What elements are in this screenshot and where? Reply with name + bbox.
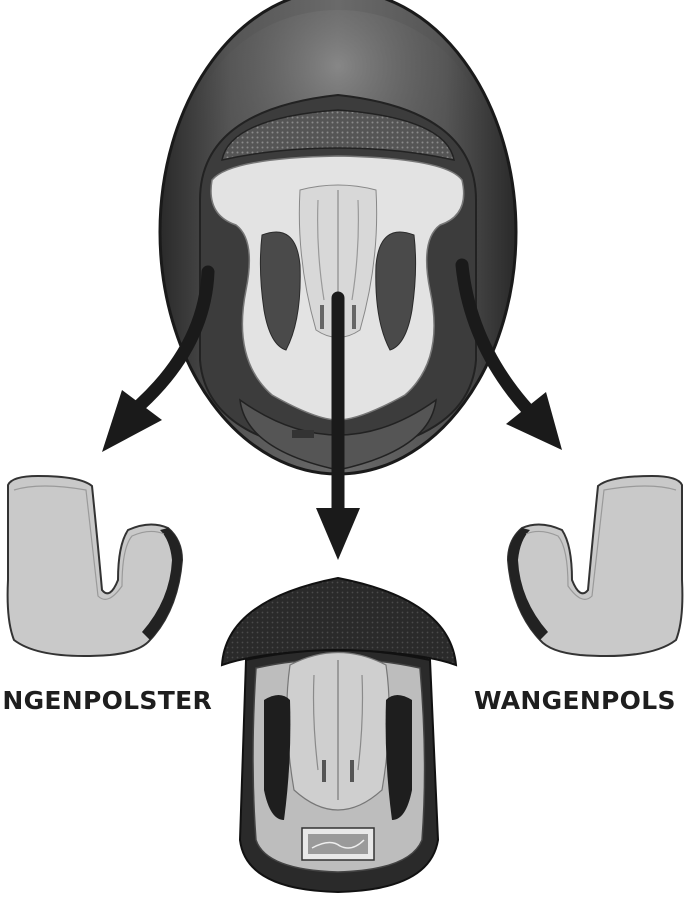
- label-left-cheek-pad: NGENPOLSTER: [2, 688, 212, 713]
- arrowhead-center-icon: [316, 508, 360, 560]
- label-right-cheek-pad: WANGENPOLS: [474, 688, 676, 713]
- cheek-pad-right: [508, 476, 682, 656]
- center-liner: [222, 578, 456, 892]
- cheek-pad-left: [8, 476, 182, 656]
